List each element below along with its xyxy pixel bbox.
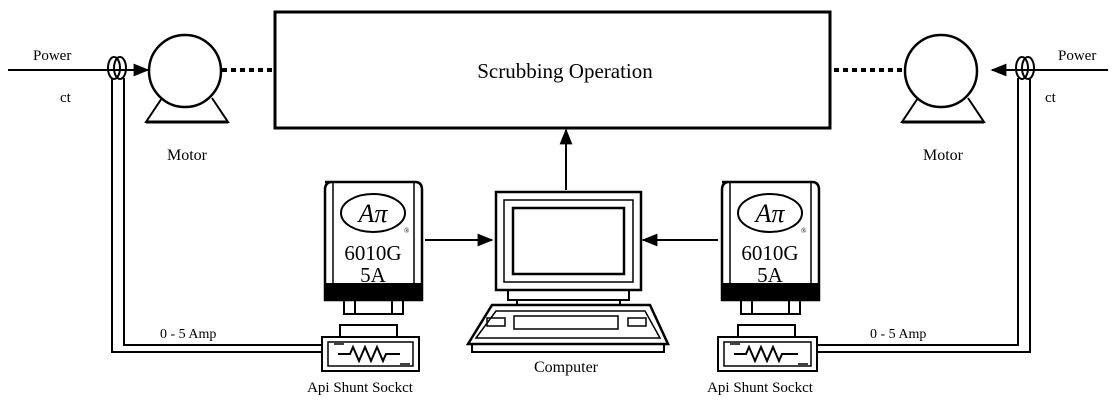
right-signal-wire xyxy=(817,78,1031,353)
right-module-rating: 5A xyxy=(757,263,784,287)
right-current-transformer xyxy=(1015,56,1035,80)
right-current-label: 0 - 5 Amp xyxy=(870,327,926,342)
svg-text:®: ® xyxy=(801,227,807,235)
right-shunt-label: Api Shunt Sockct xyxy=(707,380,814,396)
computer-label: Computer xyxy=(534,359,599,376)
svg-text:Aπ: Aπ xyxy=(357,199,389,228)
right-power-label: Power xyxy=(1058,48,1096,64)
right-motor-label: Motor xyxy=(923,147,964,164)
right-6010g-module: Aπ ® 6010G 5A xyxy=(720,180,821,315)
computer xyxy=(465,190,670,353)
left-motor-label: Motor xyxy=(167,147,208,164)
left-signal-wire xyxy=(111,78,322,353)
left-ct-label: ct xyxy=(60,90,72,106)
left-power-label: Power xyxy=(33,48,71,64)
left-logo: Aπ ® xyxy=(340,193,410,235)
right-module-model: 6010G xyxy=(741,241,798,265)
svg-text:®: ® xyxy=(404,227,410,235)
left-shunt-socket xyxy=(321,324,420,372)
left-module-model: 6010G xyxy=(344,241,401,265)
left-current-transformer xyxy=(107,56,127,80)
left-module-rating: 5A xyxy=(360,263,387,287)
right-logo: Aπ ® xyxy=(737,193,807,235)
svg-text:Aπ: Aπ xyxy=(754,199,786,228)
left-6010g-module: Aπ ® 6010G 5A xyxy=(323,180,424,315)
left-current-label: 0 - 5 Amp xyxy=(160,327,216,342)
scrubbing-operation-box: Scrubbing Operation xyxy=(273,10,832,130)
right-ct-label: ct xyxy=(1045,90,1057,106)
right-motor xyxy=(900,33,986,124)
left-motor xyxy=(144,33,230,124)
left-shunt-label: Api Shunt Sockct xyxy=(307,380,414,396)
right-shunt-socket xyxy=(717,324,818,372)
scrubbing-operation-label: Scrubbing Operation xyxy=(477,59,653,83)
